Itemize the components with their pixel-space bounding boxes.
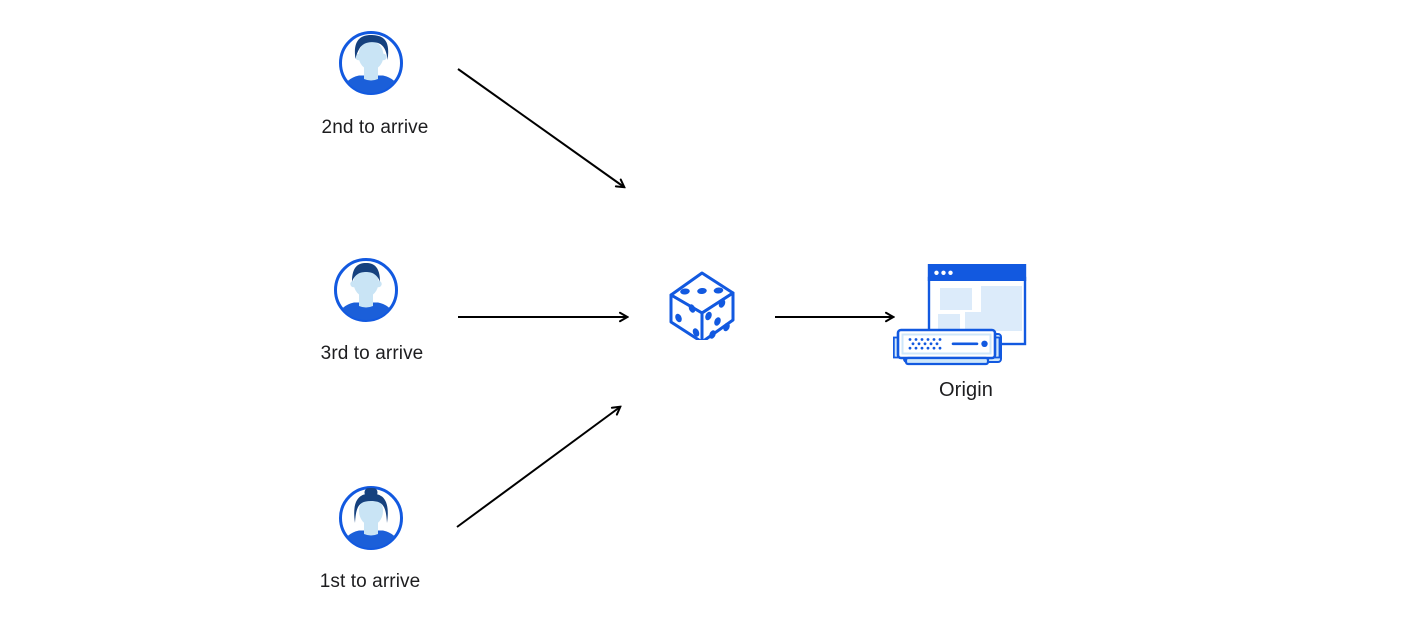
origin-server-browser-icon — [892, 264, 1027, 366]
server-power-led — [981, 340, 988, 347]
origin-label: Origin — [939, 379, 993, 401]
dice-pips — [675, 287, 730, 339]
arrow-user2nd-to-dice — [457, 68, 624, 187]
user-node-1st — [338, 485, 404, 556]
server-icon — [892, 328, 1002, 366]
origin-node — [892, 264, 1027, 371]
user-node-3rd — [333, 257, 399, 328]
user-label-2nd: 2nd to arrive — [321, 117, 429, 138]
dice-icon — [669, 271, 735, 344]
randomizer-node — [669, 270, 735, 345]
server-base — [904, 356, 990, 366]
browser-content-blocks — [938, 286, 1022, 331]
server-vent-dots — [908, 338, 942, 350]
user-male-short-hair-avatar-icon — [334, 258, 398, 322]
arrow-user1st-to-dice — [456, 407, 620, 528]
user-label-1st: 1st to arrive — [319, 571, 421, 592]
user-male-swept-hair-avatar-icon — [339, 31, 403, 95]
user-node-2nd — [338, 30, 404, 101]
user-label-3rd: 3rd to arrive — [320, 343, 424, 364]
user-female-bun-avatar-icon — [339, 486, 403, 550]
